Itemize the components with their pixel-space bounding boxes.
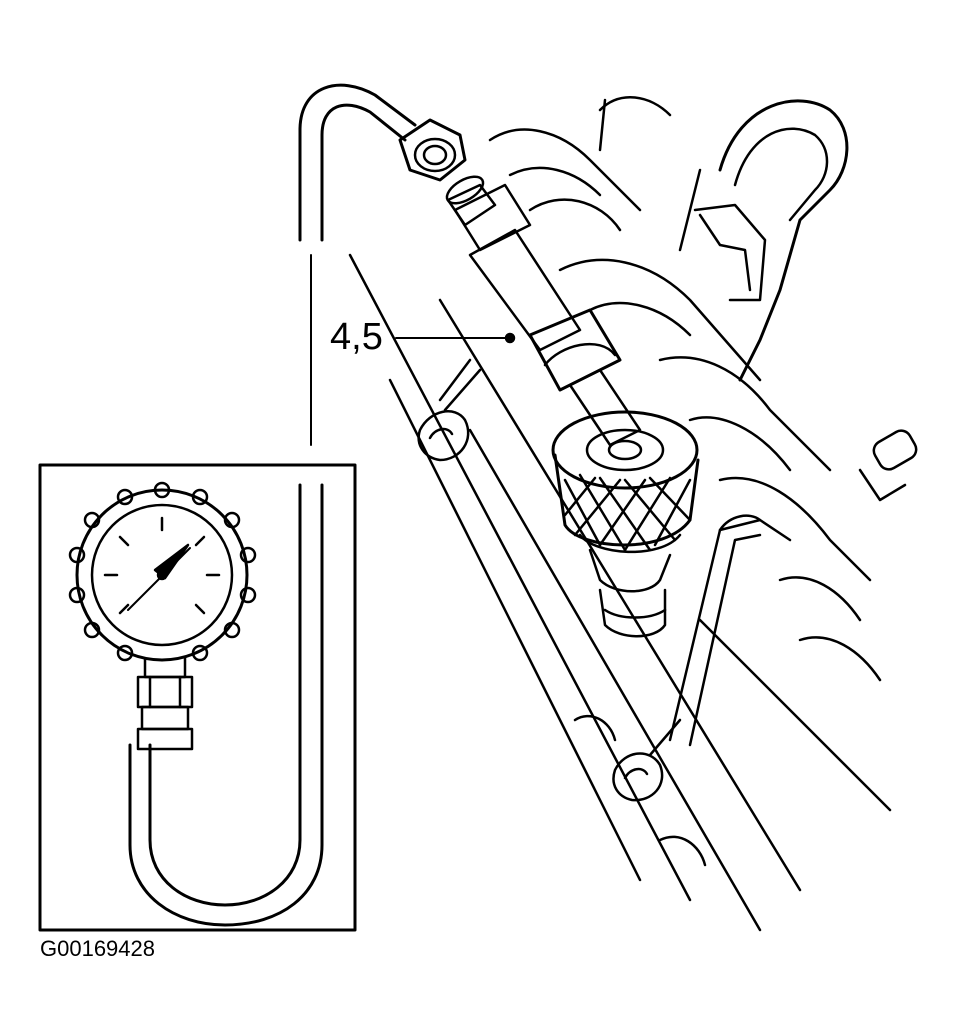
bracket-tube: [690, 535, 760, 745]
hose: [690, 417, 790, 470]
figure-id: G00169428: [40, 936, 155, 961]
connector-right: [860, 427, 920, 500]
hose: [510, 168, 600, 195]
hose: [780, 577, 860, 620]
gauge-hose-lower: [130, 485, 322, 925]
rail-clip-lower: [575, 716, 705, 865]
hose: [660, 357, 830, 470]
schrader-valve: [553, 412, 698, 636]
bracket-clip: [695, 205, 765, 300]
rail-line: [700, 620, 890, 810]
rail-line: [350, 255, 690, 900]
callout-leader: [396, 334, 514, 342]
bracket: [720, 101, 847, 380]
rail-line: [600, 100, 605, 150]
hose: [530, 200, 620, 230]
rail-line: [390, 380, 640, 880]
hose: [590, 303, 690, 335]
inset-panel: [40, 465, 355, 930]
gauge-hose-lower: [150, 485, 300, 905]
rail-clip-upper: [419, 360, 480, 460]
bracket-clip: [700, 215, 750, 290]
hose: [560, 260, 760, 380]
bracket-tube: [670, 520, 790, 740]
rail-line: [680, 170, 700, 250]
pressure-gauge: [70, 483, 255, 660]
hose: [490, 130, 640, 210]
rail-line: [470, 430, 760, 930]
gauge-hose-upper: [300, 85, 415, 240]
bracket: [735, 129, 827, 220]
hose: [800, 637, 880, 680]
rail-line: [440, 300, 800, 890]
hose: [600, 97, 670, 115]
adapter-fitting: [443, 171, 640, 445]
hose: [720, 478, 870, 580]
engine-background: [350, 97, 920, 930]
callout-label: 4,5: [330, 316, 383, 358]
bracket-tube: [720, 516, 760, 530]
fitting-nut: [400, 120, 465, 180]
